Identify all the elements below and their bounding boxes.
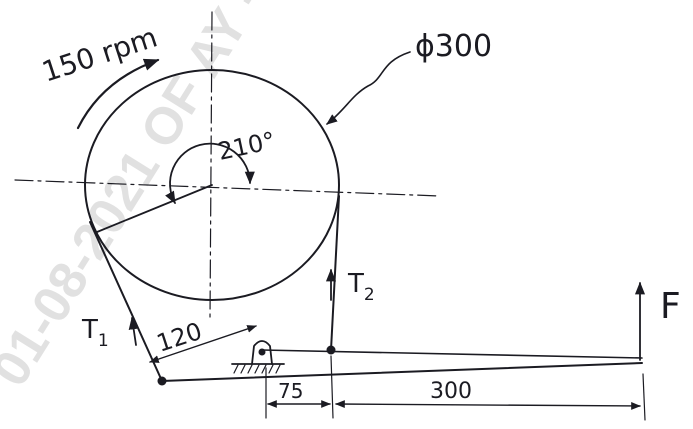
- rotation-direction-arrow: [76, 58, 160, 130]
- tension-1-symbol: T: [81, 315, 98, 345]
- tension-1-subscript: 1: [98, 331, 109, 351]
- wrap-angle-label: 210°: [215, 126, 277, 165]
- force-label: F: [660, 286, 681, 327]
- band-tight-side: [89, 221, 163, 382]
- dimension-75-label: 75: [278, 379, 303, 403]
- dimension-300-line: [335, 400, 641, 410]
- tension-2-symbol: T: [347, 269, 364, 299]
- dimension-extension-right: [642, 373, 646, 421]
- dimension-300-label: 300: [430, 379, 472, 404]
- dimension-120-line: [149, 325, 257, 363]
- speed-label: 150 rpm: [38, 21, 161, 89]
- vertical-centre-line: [209, 11, 213, 319]
- diameter-label: ϕ300: [415, 29, 492, 64]
- brake-lever-upper-edge: [261, 349, 643, 359]
- band-slack-side: [330, 195, 340, 351]
- wrap-angle-arc: [165, 142, 255, 205]
- tension-2-subscript: 2: [364, 285, 375, 305]
- tension-1-arrow: [128, 316, 139, 346]
- brake-lever: [161, 362, 643, 382]
- horizontal-centre-line: [14, 179, 441, 197]
- dimension-extension-mid: [330, 355, 334, 419]
- pivot-ground-hatch: [233, 364, 281, 374]
- slack-side-joint: [326, 345, 336, 355]
- tension-1-label: T1: [81, 315, 109, 351]
- diameter-leader-line: [326, 51, 411, 125]
- tension-2-label: T2: [347, 269, 375, 305]
- brake-drum-circle: [84, 69, 340, 301]
- tight-side-joint: [157, 376, 167, 386]
- dimension-120-label: 120: [153, 317, 205, 358]
- pivot-pin: [258, 348, 266, 356]
